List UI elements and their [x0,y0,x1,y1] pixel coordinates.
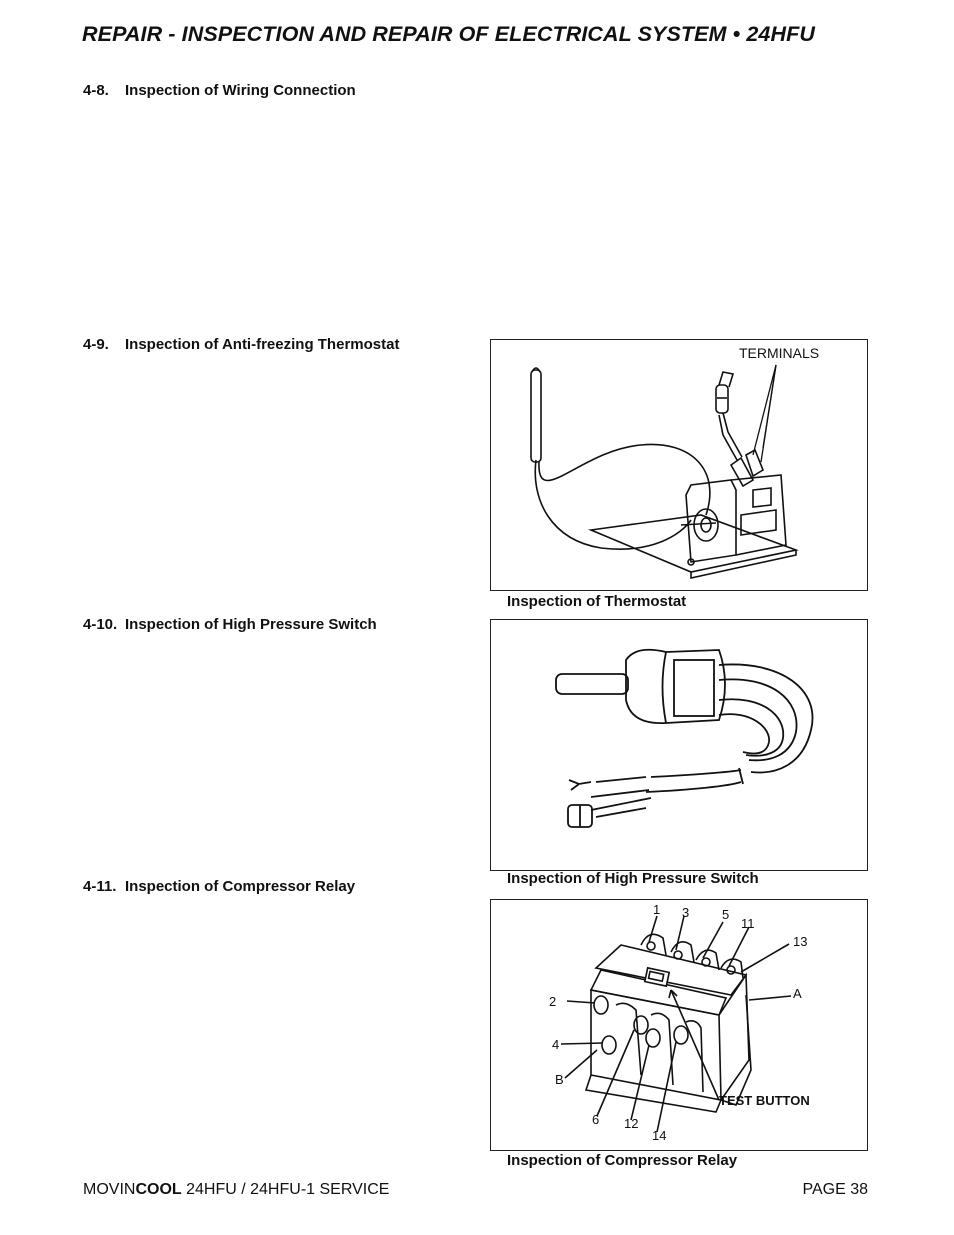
relay-label-3: 3 [682,905,689,920]
section-number: 4-11. [83,878,117,895]
relay-caption: Inspection of Compressor Relay [507,1152,738,1169]
pressure-switch-figure [490,619,868,871]
pressure-switch-illustration [555,648,814,828]
thermostat-caption: Inspection of Thermostat [507,593,687,610]
section-number: 4-9. [83,336,109,353]
relay-label-13: 13 [793,934,807,949]
footer-doc-title: MOVINCOOL 24HFU / 24HFU-1 SERVICE [83,1181,389,1199]
relay-label-6: 6 [592,1112,599,1127]
relay-label-2: 2 [549,994,556,1009]
pressure-switch-caption: Inspection of High Pressure Switch [507,870,759,887]
brand-movin: MOVIN [83,1181,136,1198]
footer-doc: 24HFU / 24HFU-1 SERVICE [181,1181,390,1198]
thermostat-figure: TERMINALS [490,339,868,591]
section-title: Inspection of Compressor Relay [125,878,356,895]
brand-cool: COOL [135,1181,182,1198]
section-heading-pressure-switch: 4-10. Inspection of High Pressure Switch [83,616,377,633]
section-heading-thermostat: 4-9. Inspection of Anti-freezing Thermost… [83,336,399,353]
section-title: Inspection of High Pressure Switch [125,616,377,633]
section-heading-relay: 4-11. Inspection of Compressor Relay [83,878,355,895]
relay-illustration: 1 3 5 11 13 A 2 4 B 6 12 14 TEST BUTTON [549,902,810,1143]
relay-label-12: 12 [624,1116,638,1131]
section-title: Inspection of Anti-freezing Thermostat [125,336,400,353]
terminals-label: TERMINALS [739,345,819,361]
page-number: PAGE 38 [802,1181,868,1198]
relay-label-4: 4 [552,1037,559,1052]
relay-figure: 1 3 5 11 13 A 2 4 B 6 12 14 TEST BUTTON [490,899,868,1151]
section-number: 4-8. [83,82,109,99]
section-heading-wiring: 4-8. Inspection of Wiring Connection [83,82,356,99]
relay-label-1: 1 [653,902,660,917]
page-title: REPAIR - INSPECTION AND REPAIR OF ELECTR… [82,22,815,46]
relay-label-a: A [793,986,802,1001]
section-title: Inspection of Wiring Connection [125,82,356,99]
relay-label-14: 14 [652,1128,666,1143]
relay-label-11: 11 [741,916,755,931]
relay-label-b: B [555,1072,564,1087]
thermostat-illustration: TERMINALS [530,345,819,579]
section-number: 4-10. [83,616,118,633]
test-button-label: TEST BUTTON [719,1093,810,1108]
relay-label-5: 5 [722,907,729,922]
